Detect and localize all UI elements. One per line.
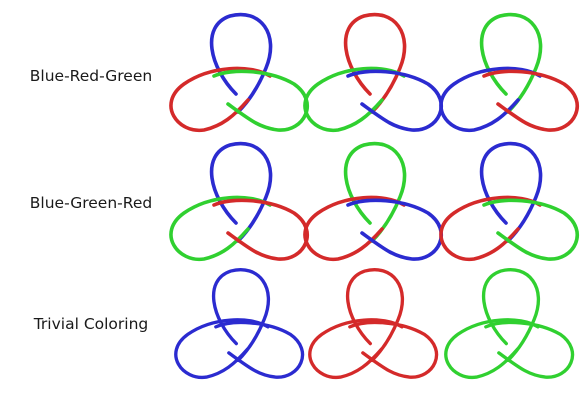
knot-arc — [482, 144, 541, 241]
knot-arc — [346, 144, 405, 241]
trefoil-knot — [310, 270, 437, 378]
trefoil-knot — [446, 270, 573, 378]
knot-arc — [212, 144, 271, 241]
knot-arc — [482, 15, 541, 112]
knot-arc — [346, 15, 405, 112]
trefoil-knot — [441, 144, 577, 260]
trefoil-knot — [171, 144, 307, 260]
knot-arc — [348, 270, 403, 361]
knot-arc — [214, 270, 269, 361]
trefoil-knot — [176, 270, 303, 378]
trefoil-knot — [441, 15, 577, 131]
knot-arc — [484, 270, 539, 361]
trefoil-knot — [171, 15, 307, 131]
trefoil-knot — [305, 144, 441, 260]
trefoil-knot — [305, 15, 441, 131]
knot-arc — [212, 15, 271, 112]
